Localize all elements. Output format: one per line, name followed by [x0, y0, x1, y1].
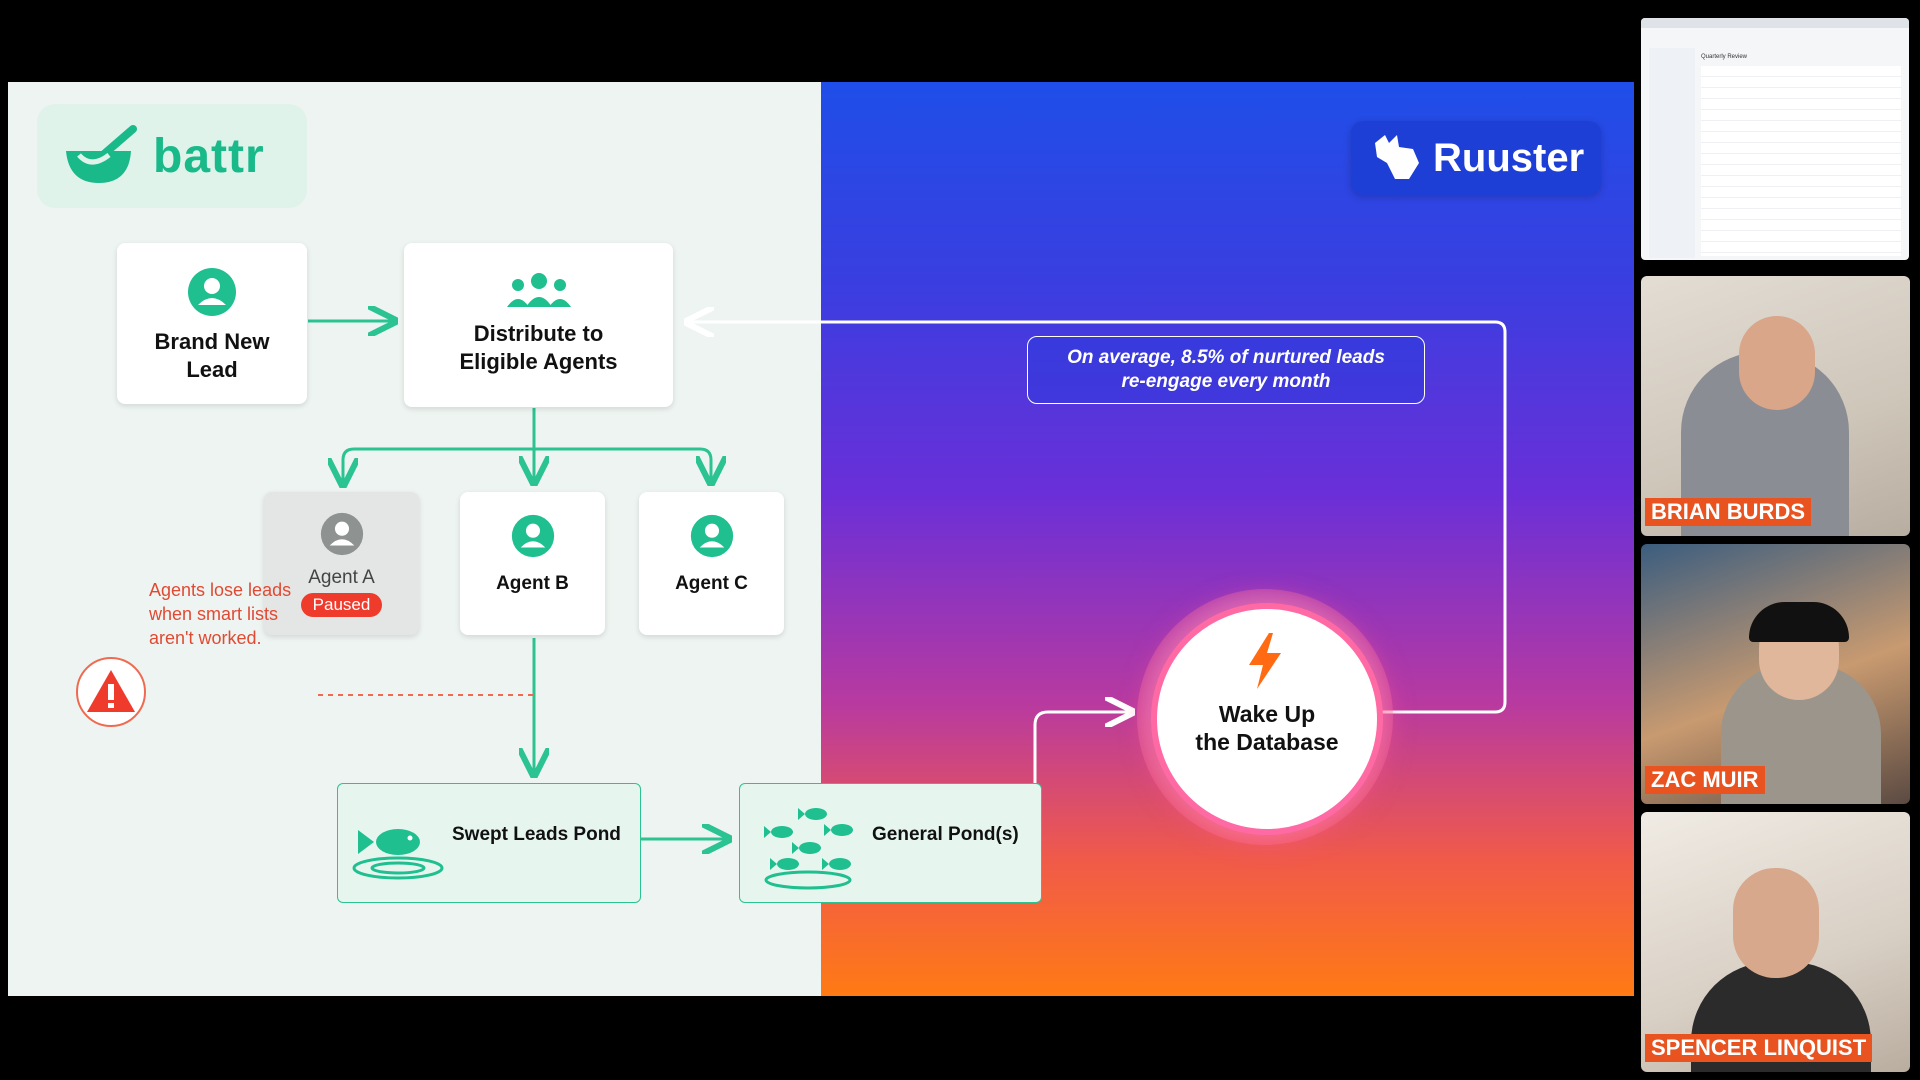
- stat-callout: On average, 8.5% of nurtured leads re-en…: [1027, 336, 1425, 404]
- person-icon: [320, 512, 363, 556]
- brand-new-lead-line1: Brand New: [154, 329, 270, 354]
- stat-line: re-engage every month: [1121, 371, 1331, 392]
- participant-tile-3[interactable]: SPENCER LINQUIST: [1641, 812, 1910, 1072]
- agent-a-label: Agent A: [308, 567, 375, 588]
- paused-badge: Paused: [300, 593, 383, 617]
- swept-pond-label: Swept Leads Pond: [452, 824, 621, 845]
- thumb-sidebar: [1649, 48, 1695, 258]
- ruuster-logo-text: Ruuster: [1433, 135, 1585, 180]
- person-icon: [188, 268, 236, 316]
- person-icon: [511, 514, 554, 558]
- distribute-line1: Distribute to: [473, 321, 604, 346]
- battr-logo-text: battr: [153, 129, 265, 183]
- thumb-table: [1701, 66, 1901, 256]
- wake-line: Wake Up: [1218, 701, 1316, 727]
- wake-up-text: Wake Up the Database: [1151, 700, 1383, 756]
- general-ponds: General Pond(s): [739, 783, 1042, 903]
- wake-line: the Database: [1195, 729, 1339, 755]
- fish-school-icon: [764, 808, 853, 890]
- swept-leads-pond: Swept Leads Pond: [337, 783, 641, 903]
- thumb-title: Quarterly Review: [1701, 54, 1748, 60]
- shared-screen-thumbnail[interactable]: Quarterly Review: [1641, 18, 1909, 260]
- warning-line: when smart lists: [149, 604, 279, 624]
- stat-line: On average, 8.5% of nurtured leads: [1067, 347, 1385, 368]
- agent-b-card: Agent B: [460, 492, 605, 635]
- distribute-card: Distribute to Eligible Agents: [404, 243, 673, 407]
- participant-tile-2[interactable]: ZAC MUIR: [1641, 544, 1910, 804]
- brand-new-lead-card: Brand New Lead: [117, 243, 307, 404]
- participant-name: SPENCER LINQUIST: [1645, 1034, 1873, 1062]
- general-pond-label: General Pond(s): [872, 824, 1019, 845]
- agent-b-label: Agent B: [496, 573, 569, 594]
- warning-icon: [76, 657, 146, 727]
- fish-icon: [352, 829, 444, 880]
- agent-a-card: Agent A Paused: [264, 492, 419, 635]
- ruuster-logo: Ruuster: [1351, 121, 1601, 195]
- bowl-icon: [66, 125, 137, 183]
- distribute-line2: Eligible Agents: [459, 349, 618, 374]
- browser-bar: [1641, 18, 1909, 28]
- agent-c-card: Agent C: [639, 492, 784, 635]
- warning-line: Agents lose leads: [149, 580, 292, 600]
- group-icon: [506, 273, 571, 307]
- battr-logo: battr: [37, 104, 307, 208]
- cap-icon: [1749, 602, 1849, 642]
- participant-name: BRIAN BURDS: [1645, 498, 1811, 526]
- participant-tile-1[interactable]: BRIAN BURDS: [1641, 276, 1910, 536]
- participant-head: [1739, 316, 1815, 410]
- person-icon: [690, 514, 733, 558]
- warning-text: Agents lose leads when smart lists aren'…: [149, 578, 291, 650]
- brand-new-lead-line2: Lead: [186, 357, 238, 382]
- rooster-icon: [1375, 135, 1419, 179]
- warning-line: aren't worked.: [149, 628, 262, 648]
- agent-c-label: Agent C: [675, 573, 748, 594]
- lightning-icon: [1249, 633, 1281, 689]
- participant-name: ZAC MUIR: [1645, 766, 1765, 794]
- participant-head: [1733, 868, 1819, 978]
